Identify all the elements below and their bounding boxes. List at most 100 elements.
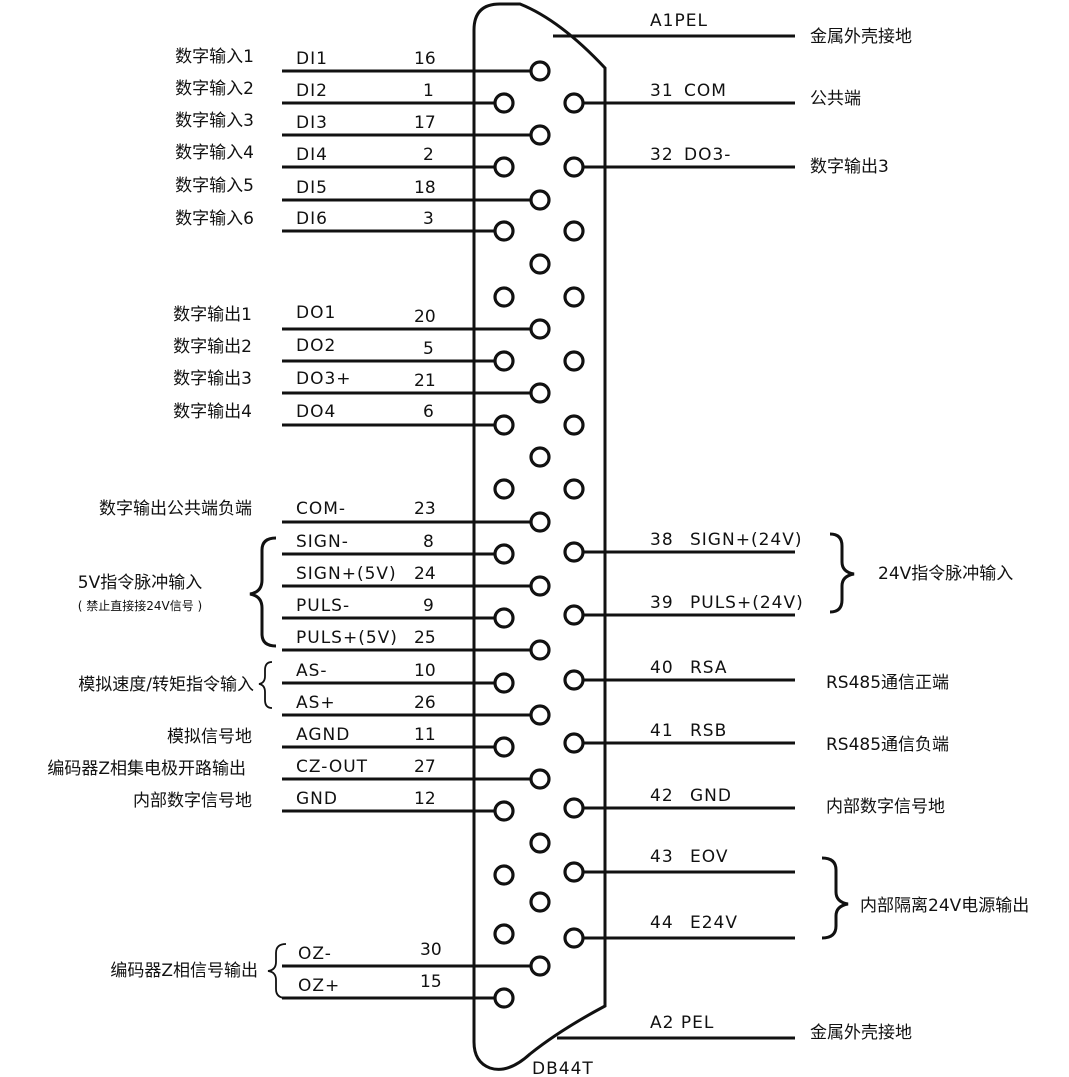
pin-hole (563, 478, 585, 500)
pin-number: 10 (414, 661, 436, 681)
pin-description: 数字输出公共端负端 (99, 499, 252, 519)
pin-number: 21 (414, 371, 436, 391)
connector-shell (472, 2, 607, 1071)
pin-hole (493, 220, 515, 242)
pin-hole (563, 732, 585, 754)
shell-top-desc: 金属外壳接地 (810, 27, 912, 47)
pin-number: 23 (414, 499, 436, 519)
pin-hole (529, 768, 551, 790)
signal-label: EOV (690, 847, 728, 867)
pin-number: 11 (414, 725, 436, 745)
pin-number: 1 (423, 81, 434, 101)
pin-number: 25 (414, 628, 436, 648)
pin-description: 数字输入4 (175, 143, 254, 163)
pin-hole (493, 607, 515, 629)
pin-number: 41 (650, 721, 674, 741)
pin-hole (493, 987, 515, 1009)
left-wires (282, 69, 530, 1000)
pin-hole (493, 923, 515, 945)
pin-hole (563, 220, 585, 242)
pin-hole (529, 253, 551, 275)
pin-number: 6 (423, 402, 434, 422)
pin-number: 18 (414, 178, 436, 198)
pin-description: 内部数字信号地 (133, 791, 252, 811)
oz-group-label: 编码器Z相信号输出 (110, 961, 258, 981)
analog-brace (258, 661, 273, 709)
pin-number: 5 (423, 339, 434, 359)
pin-hole (529, 832, 551, 854)
connector-pins (493, 60, 585, 1009)
pin-hole (493, 414, 515, 436)
pin-number: 2 (423, 145, 434, 165)
signal-label: SIGN+(5V) (296, 564, 397, 584)
signal-label: DI5 (296, 178, 328, 198)
signal-label: DI3 (296, 113, 328, 133)
pin-description: 内部数字信号地 (826, 797, 945, 817)
signal-label: SIGN- (296, 532, 349, 552)
signal-label: RSA (690, 658, 728, 678)
signal-label: CZ-OUT (296, 757, 368, 777)
pulse5v-group-note: ( 禁止直接接24V信号 ) (78, 598, 202, 613)
pin-number: 31 (650, 81, 674, 101)
signal-label: DI4 (296, 145, 328, 165)
pin-description: 数字输出2 (173, 337, 252, 357)
pin-number: 32 (650, 145, 674, 165)
signal-label: AGND (296, 725, 350, 745)
pin-description: 数字输出1 (173, 305, 252, 325)
shell-bottom-signal: A2 PEL (650, 1013, 714, 1033)
pin-hole (493, 286, 515, 308)
pin-hole (563, 861, 585, 883)
pin-description: 公共端 (810, 89, 861, 109)
pulse24v-group-label: 24V指令脉冲输入 (878, 564, 1013, 584)
pin-description: 数字输入6 (175, 209, 254, 229)
pin-description: 编码器Z相集电极开路输出 (47, 759, 246, 779)
pin-hole (493, 350, 515, 372)
signal-label: OZ- (298, 944, 332, 964)
pin-hole (563, 797, 585, 819)
pin-hole (563, 604, 585, 626)
pin-number: 42 (650, 786, 674, 806)
pin-description: 数字输出3 (173, 369, 252, 389)
pin-hole (493, 800, 515, 822)
signal-label: DO2 (296, 336, 336, 356)
right-wires (582, 101, 795, 940)
pin-hole (493, 478, 515, 500)
signal-label: PULS+(5V) (296, 628, 398, 648)
pin-number: 15 (420, 972, 442, 992)
pin-number: 17 (414, 113, 436, 133)
pin-description: 数字输入1 (175, 47, 254, 67)
pin-number: 27 (414, 757, 436, 777)
pin-hole (529, 891, 551, 913)
pin-description: 数字输出4 (173, 402, 252, 422)
pin-number: 12 (414, 789, 436, 809)
pin-description: 数字输入5 (175, 176, 254, 196)
left-signal-labels: DI1 DI2 DI3 DI4 DI5 DI6 DO1 DO2 DO3+ DO4… (296, 49, 398, 996)
signal-label: AS- (296, 661, 328, 681)
pulse5v-brace (249, 536, 277, 648)
signal-label: DO3+ (296, 369, 352, 389)
pin-hole (529, 124, 551, 146)
pin-hole (563, 541, 585, 563)
pin-hole (563, 156, 585, 178)
right-pin-labels: 31 COM 32 DO3- 38 SIGN+(24V) 39 PULS+(24… (650, 81, 804, 933)
pin-hole (493, 543, 515, 565)
power-group-label: 内部隔离24V电源输出 (860, 896, 1029, 916)
pin-hole (529, 60, 551, 82)
pin-hole (529, 955, 551, 977)
pin-hole (563, 286, 585, 308)
pin-description: 数字输入3 (175, 111, 254, 131)
pin-number: 16 (414, 49, 436, 69)
pin-hole (563, 669, 585, 691)
pin-description: RS485通信负端 (826, 735, 949, 755)
signal-label: GND (296, 789, 338, 809)
pin-hole (493, 864, 515, 886)
signal-label: COM (684, 81, 727, 101)
left-descriptions: 数字输入1 数字输入2 数字输入3 数字输入4 数字输入5 数字输入6 数字输出… (47, 47, 254, 811)
pin-description: 模拟信号地 (167, 727, 252, 747)
pin-number: 30 (420, 940, 442, 960)
shell-bottom-desc: 金属外壳接地 (810, 1023, 912, 1043)
signal-label: PULS- (296, 596, 350, 616)
signal-label: PULS+(24V) (690, 593, 804, 613)
pin-hole (529, 575, 551, 597)
pin-number: 39 (650, 593, 674, 613)
